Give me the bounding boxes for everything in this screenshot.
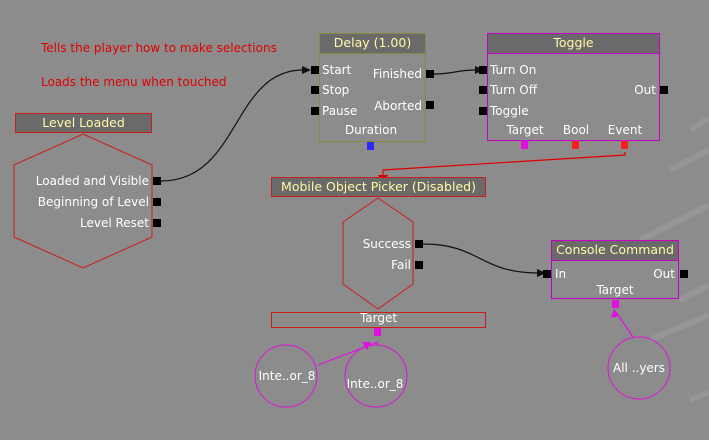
- pin-toggle-target[interactable]: [521, 141, 528, 149]
- console-command-title[interactable]: Console Command: [551, 240, 679, 261]
- output-aborted: Aborted: [374, 99, 422, 113]
- link-success-to-in: [422, 243, 539, 274]
- output-console-out: Out: [653, 267, 675, 281]
- background-streaks: [638, 115, 709, 403]
- output-success: Success: [362, 237, 411, 251]
- variable-bool: Bool: [562, 123, 590, 137]
- output-out: Out: [634, 83, 656, 97]
- pin-console-target[interactable]: [612, 300, 619, 308]
- pin-delay-pause[interactable]: [311, 107, 319, 115]
- pin-delay-stop[interactable]: [311, 86, 319, 94]
- pin-picker-success[interactable]: [415, 240, 423, 248]
- output-loaded-and-visible: Loaded and Visible: [35, 174, 149, 188]
- pin-delay-aborted[interactable]: [426, 101, 434, 109]
- mobile-picker-hexagon[interactable]: [342, 197, 414, 310]
- pin-toggle-event[interactable]: [621, 141, 628, 149]
- input-turn-off: Turn Off: [490, 83, 537, 97]
- link-loaded-to-start: [160, 69, 304, 182]
- level-loaded-title[interactable]: Level Loaded: [15, 113, 152, 133]
- pin-loaded-and-visible[interactable]: [153, 177, 161, 185]
- output-level-reset: Level Reset: [79, 216, 149, 230]
- input-pause: Pause: [322, 104, 358, 118]
- pin-delay-duration[interactable]: [367, 142, 374, 150]
- toggle-title[interactable]: Toggle: [487, 33, 660, 54]
- input-turn-on: Turn On: [490, 63, 537, 77]
- delay-body[interactable]: [319, 54, 426, 142]
- output-finished: Finished: [372, 67, 422, 81]
- variable-target: Target: [506, 123, 544, 137]
- pin-delay-start[interactable]: [311, 66, 319, 74]
- level-loaded-hexagon[interactable]: [13, 133, 153, 269]
- variable-label-1: Inte..or_8: [258, 369, 316, 383]
- input-start: Start: [322, 63, 352, 77]
- link-event-to-picker: [382, 152, 626, 176]
- pin-toggle-bool[interactable]: [572, 141, 579, 149]
- arrow-var1: [362, 342, 371, 350]
- pin-console-in[interactable]: [543, 270, 551, 278]
- pin-console-out[interactable]: [680, 270, 688, 278]
- input-toggle: Toggle: [490, 104, 529, 118]
- input-stop: Stop: [322, 83, 350, 97]
- variable-label-2: Inte..or_8: [346, 377, 404, 391]
- console-command-body[interactable]: [551, 261, 679, 299]
- variable-duration: Duration: [344, 123, 398, 137]
- pin-delay-finished[interactable]: [426, 70, 434, 78]
- output-fail: Fail: [391, 258, 411, 272]
- link-target-to-var3: [615, 311, 634, 338]
- delay-title[interactable]: Delay (1.00): [319, 33, 426, 54]
- variable-circle-2[interactable]: [344, 344, 408, 408]
- variable-circle-1[interactable]: [254, 344, 318, 408]
- arrow-start: [302, 66, 311, 74]
- pin-toggle-turn-on[interactable]: [479, 66, 487, 74]
- comment-selections: Tells the player how to make selections: [41, 41, 277, 55]
- pin-toggle-turn-off[interactable]: [479, 86, 487, 94]
- pin-level-reset[interactable]: [153, 219, 161, 227]
- pin-picker-fail[interactable]: [415, 261, 423, 269]
- arrow-in: [537, 269, 546, 277]
- pin-picker-target[interactable]: [374, 328, 381, 336]
- pin-beginning-of-level[interactable]: [153, 198, 161, 206]
- variable-label-3: All ..yers: [613, 361, 665, 375]
- variable-circle-3[interactable]: [607, 336, 671, 400]
- picker-target-bar[interactable]: Target: [271, 312, 486, 328]
- output-beginning-of-level: Beginning of Level: [37, 195, 149, 209]
- arrow-var3: [611, 309, 619, 318]
- comment-menu: Loads the menu when touched: [41, 75, 227, 89]
- link-target-to-var2: [375, 341, 379, 346]
- mobile-picker-title[interactable]: Mobile Object Picker (Disabled): [271, 177, 486, 197]
- variable-console-target: Target: [596, 283, 634, 297]
- pin-toggle-out[interactable]: [660, 86, 668, 94]
- link-finished-to-turn-on: [433, 69, 477, 75]
- toggle-body[interactable]: [487, 54, 660, 141]
- pin-toggle-toggle[interactable]: [479, 107, 487, 115]
- input-in: In: [555, 267, 567, 281]
- variable-event: Event: [607, 123, 643, 137]
